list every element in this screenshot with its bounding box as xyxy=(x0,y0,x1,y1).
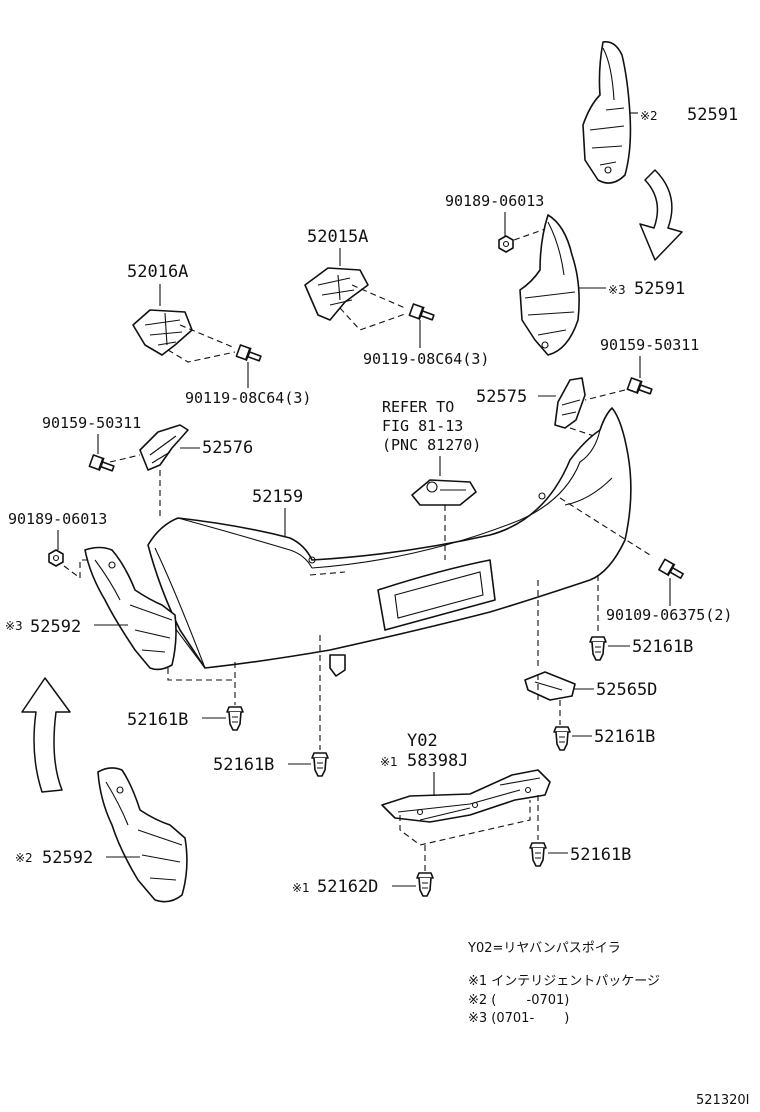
bracket-52016A xyxy=(132,309,193,356)
label-90119-right: 90119-08C64(3) xyxy=(363,350,489,368)
label-52159: 52159 xyxy=(252,487,303,507)
label-52592-top: 52592 xyxy=(30,617,81,637)
supersession-mark: ※2 xyxy=(15,851,33,865)
note-2: ※2 ( -0701) xyxy=(468,993,569,1008)
label-52015A: 52015A xyxy=(307,227,368,247)
mud-guard-52592-type3 xyxy=(84,546,177,671)
mud-guard-52591-type3 xyxy=(519,214,580,356)
label-Y02: Y02 xyxy=(407,731,438,751)
mud-guard-52591-type2 xyxy=(582,40,632,184)
bolt-icon xyxy=(626,376,655,399)
label-52592-bottom: 52592 xyxy=(42,848,93,868)
label-52161B-3: 52161B xyxy=(632,637,693,657)
supersession-mark: ※1 xyxy=(380,755,398,769)
bolt-icon xyxy=(88,453,117,476)
label-52576: 52576 xyxy=(202,438,253,458)
note-3: ※3 (0701- ) xyxy=(468,1011,569,1026)
nut-icon xyxy=(498,235,514,253)
bracket-52015A xyxy=(304,267,369,321)
supersession-mark: ※3 xyxy=(5,619,23,633)
bolt-icon xyxy=(235,343,264,366)
note-y02: Y02=リヤバンパスポイラ xyxy=(467,941,621,956)
supersession-mark: ※3 xyxy=(608,283,626,297)
bracket-52575 xyxy=(554,377,586,429)
label-52161B-4: 52161B xyxy=(594,727,655,747)
label-52565D: 52565D xyxy=(596,680,657,700)
bolt-icon xyxy=(657,557,687,583)
refer-line-2: FIG 81-13 xyxy=(382,417,463,435)
label-90159-right: 90159-50311 xyxy=(600,336,699,354)
figure-id: 521320I xyxy=(696,1093,749,1108)
refer-line-3: (PNC 81270) xyxy=(382,436,481,454)
label-90189-left: 90189-06013 xyxy=(8,510,107,528)
mud-guard-52592-type2 xyxy=(97,767,188,903)
bracket-52576 xyxy=(139,424,189,471)
clip-icon xyxy=(311,752,329,777)
bolt-icon xyxy=(408,302,437,325)
supersession-mark: ※1 xyxy=(292,881,310,895)
label-52162D: 52162D xyxy=(317,877,378,897)
label-52161B-5: 52161B xyxy=(570,845,631,865)
label-90159-left: 90159-50311 xyxy=(42,414,141,432)
supersession-mark: ※2 xyxy=(640,109,658,123)
label-52575: 52575 xyxy=(476,387,527,407)
rear-spoiler-58398J xyxy=(381,769,551,823)
clip-icon xyxy=(589,636,607,661)
label-52161B-1: 52161B xyxy=(127,710,188,730)
refer-line-1: REFER TO xyxy=(382,398,454,416)
nut-icon xyxy=(48,549,64,567)
label-90109: 90109-06375(2) xyxy=(606,606,732,624)
curved-arrow-icon xyxy=(21,677,71,793)
label-52161B-2: 52161B xyxy=(213,755,274,775)
label-52591-top: 52591 xyxy=(687,105,738,125)
rear-bumper-cover-52159 xyxy=(147,407,632,677)
label-90189-top: 90189-06013 xyxy=(445,192,544,210)
curved-arrow-icon xyxy=(639,169,683,261)
note-1: ※1 インテリジェントパッケージ xyxy=(468,974,660,989)
clip-icon xyxy=(553,726,571,751)
license-lamp xyxy=(411,479,477,506)
clip-icon xyxy=(529,842,547,867)
bracket-52565D xyxy=(524,671,576,701)
label-58398J: 58398J xyxy=(407,751,468,771)
label-52016A: 52016A xyxy=(127,262,188,282)
label-90119-left: 90119-08C64(3) xyxy=(185,389,311,407)
clip-icon xyxy=(226,706,244,731)
clip-icon xyxy=(416,872,434,897)
label-52591-mid: 52591 xyxy=(634,279,685,299)
